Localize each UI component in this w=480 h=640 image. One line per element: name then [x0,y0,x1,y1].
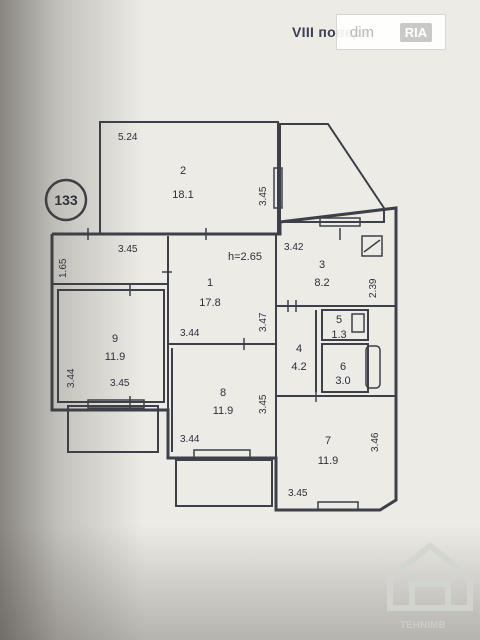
corner-logo-text: TEHNIMB [400,620,446,631]
room-8-area: 11.9 [213,405,234,417]
dim-room-2-width: 5.24 [118,132,138,143]
dim-room-9-height: 3.44 [66,368,77,388]
watermark-brand-left: dim [349,23,375,41]
corner-logo-icon [387,542,473,611]
room-2-area: 18.1 [172,189,193,201]
apartment-outline [50,206,398,512]
room-3-id: 3 [319,259,325,271]
dim-room-3-width: 3.42 [284,242,304,253]
room-4-area: 4.2 [291,361,306,373]
room-5-area: 1.3 [331,329,346,341]
room-4-id: 4 [296,343,302,355]
room-2-id: 2 [180,165,186,177]
dim-room-1-height: 3.47 [258,312,269,332]
loggia-top-right [279,123,385,223]
loggia-left-bottom [67,405,159,453]
room-8-id: 8 [220,387,226,399]
dim-corridor-depth: 1.65 [58,258,69,278]
room-7-area: 11.9 [318,455,339,467]
dim-room-8-width: 3.44 [180,434,200,445]
building-number: 133 [54,192,78,208]
room-5-id: 5 [336,314,342,326]
dim-room-3-height: 2.39 [368,278,379,298]
room-6-id: 6 [340,361,346,373]
ceiling-height: h=2.65 [228,251,262,263]
room-1-id: 1 [207,277,213,289]
dim-room-1-width: 3.44 [180,328,200,339]
room-1-area: 17.8 [199,297,220,309]
sink-fixture [351,313,365,333]
dim-room-7-height: 3.46 [370,432,381,452]
room-9-area: 11.9 [105,351,126,363]
room-6-area: 3.0 [335,375,350,387]
room-3-area: 8.2 [314,277,329,289]
dim-room-2-height: 3.45 [258,186,269,206]
dim-corridor-width: 3.45 [118,244,138,255]
dim-room-9-width: 3.45 [110,378,130,389]
dim-room-7-width: 3.45 [288,488,308,499]
dimria-watermark: dim RIA [336,14,446,50]
dim-room-8-height: 3.45 [258,394,269,414]
room-9-id: 9 [112,333,118,345]
watermark-brand-right: RIA [399,22,433,42]
loggia-bottom [175,459,273,507]
room-7-id: 7 [325,435,331,447]
